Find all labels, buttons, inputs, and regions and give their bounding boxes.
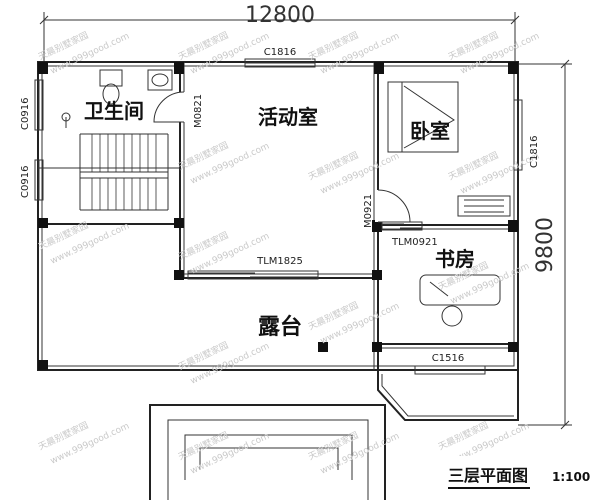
- svg-text:www.999good.com: www.999good.com: [49, 421, 131, 466]
- top-dimension: 12800: [39, 3, 520, 62]
- svg-text:www.999good.com: www.999good.com: [319, 431, 401, 476]
- room-label-bathroom: 卫生间: [84, 99, 144, 123]
- room-labels: 卫生间 活动室 卧室 书房 露台: [84, 99, 475, 340]
- room-label-terrace: 露台: [258, 314, 302, 340]
- svg-text:www.999good.com: www.999good.com: [319, 301, 401, 346]
- staircase: [79, 133, 169, 211]
- component-labels: C1816 C0916 C0916 M0821 C1816 M0921 TLM1…: [20, 47, 540, 364]
- window-label-bedroom: C1816: [529, 136, 540, 168]
- front-entrance: [149, 404, 386, 500]
- sliding-door-label-study: TLM0921: [391, 237, 438, 248]
- window-label-stair: C0916: [20, 166, 31, 198]
- window-label-bath: C0916: [20, 98, 31, 130]
- window-label-study: C1516: [432, 353, 464, 364]
- right-dimension: 9800: [518, 59, 572, 430]
- height-dimension-text: 9800: [533, 217, 558, 273]
- svg-text:www.999good.com: www.999good.com: [459, 31, 541, 76]
- title-block: 三层平面图 1:100: [420, 456, 600, 500]
- bathroom-fixtures: [61, 69, 173, 128]
- svg-text:www.999good.com: www.999good.com: [189, 31, 271, 76]
- door-label-bedroom: M0921: [363, 194, 374, 228]
- svg-text:www.999good.com: www.999good.com: [189, 341, 271, 386]
- columns: [38, 62, 518, 370]
- study-furniture: [419, 274, 501, 327]
- svg-text:www.999good.com: www.999good.com: [49, 221, 131, 266]
- svg-text:www.999good.com: www.999good.com: [189, 231, 271, 276]
- drawing-title: 三层平面图: [448, 466, 528, 485]
- sliding-doors: [187, 221, 423, 280]
- room-label-activity: 活动室: [258, 105, 318, 129]
- room-label-study: 书房: [435, 247, 475, 271]
- sliding-door-label-terrace: TLM1825: [256, 256, 303, 267]
- svg-text:www.999good.com: www.999good.com: [319, 151, 401, 196]
- svg-text:www.999good.com: www.999good.com: [189, 431, 271, 476]
- door-label-bath: M0821: [193, 94, 204, 128]
- window-label-top: C1816: [264, 47, 296, 58]
- room-label-bedroom: 卧室: [410, 119, 450, 143]
- exterior-walls: [37, 61, 519, 421]
- svg-text:www.999good.com: www.999good.com: [319, 31, 401, 76]
- svg-text:www.999good.com: www.999good.com: [189, 141, 271, 186]
- drawing-scale: 1:100: [552, 470, 590, 484]
- windows: [34, 58, 523, 375]
- hinged-doors: [153, 91, 411, 223]
- width-dimension-text: 12800: [245, 3, 315, 28]
- bedroom-furniture: [387, 81, 511, 217]
